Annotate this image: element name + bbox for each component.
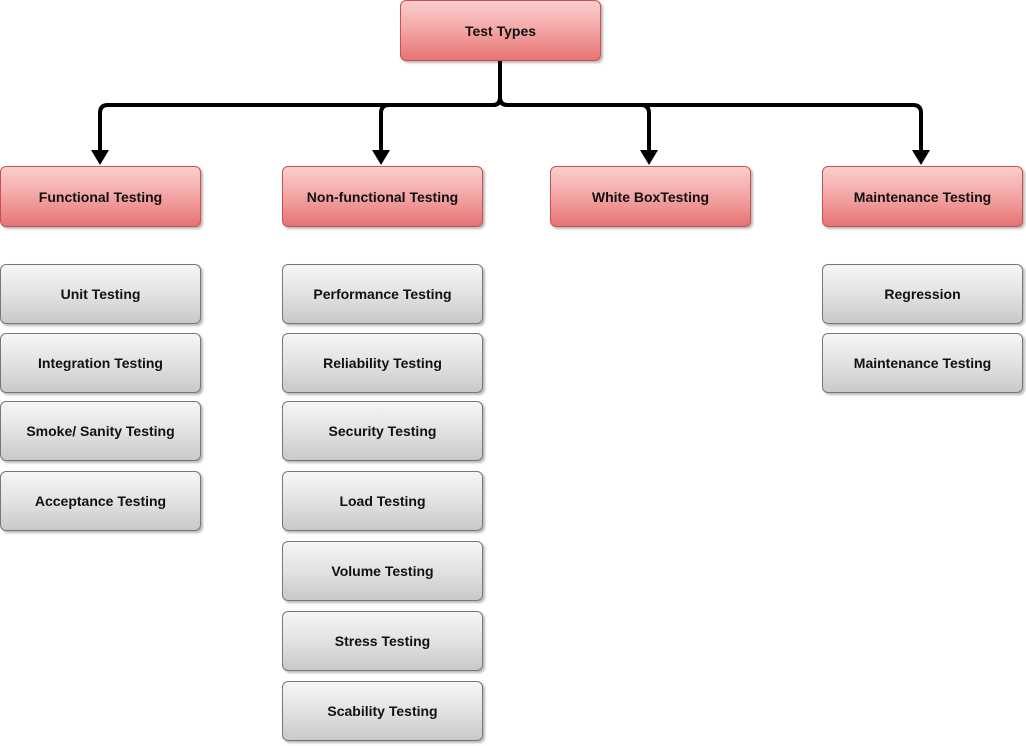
root-node-label: Test Types — [464, 22, 537, 39]
item-label: Reliability Testing — [323, 355, 442, 371]
item-volume-testing: Volume Testing — [282, 541, 483, 601]
category-functional-testing: Functional Testing — [0, 166, 201, 227]
item-load-testing: Load Testing — [282, 471, 483, 531]
item-smoke-sanity-testing: Smoke/ Sanity Testing — [0, 401, 201, 461]
item-label: Integration Testing — [38, 355, 163, 371]
item-label: Volume Testing — [331, 563, 434, 579]
arrowhead-non-functional-testing — [372, 150, 390, 165]
item-label: Load Testing — [339, 493, 426, 509]
item-reliability-testing: Reliability Testing — [282, 333, 483, 393]
item-integration-testing: Integration Testing — [0, 333, 201, 393]
category-label: Maintenance Testing — [853, 188, 992, 205]
item-label: Unit Testing — [60, 286, 141, 302]
item-unit-testing: Unit Testing — [0, 264, 201, 324]
arrowhead-functional-testing — [91, 150, 109, 165]
category-non-functional-testing: Non-functional Testing — [282, 166, 483, 227]
item-performance-testing: Performance Testing — [282, 264, 483, 324]
category-white-box-testing: White BoxTesting — [550, 166, 751, 227]
item-label: Scability Testing — [327, 703, 438, 719]
item-regression: Regression — [822, 264, 1023, 324]
connector-non-functional-testing — [379, 61, 502, 150]
arrowhead-white-box-testing — [640, 150, 658, 165]
item-label: Acceptance Testing — [34, 493, 167, 509]
item-label: Maintenance Testing — [853, 355, 992, 371]
item-label: Stress Testing — [334, 633, 431, 649]
item-label: Smoke/ Sanity Testing — [26, 423, 175, 439]
item-label: Performance Testing — [313, 286, 452, 302]
item-label: Security Testing — [328, 423, 437, 439]
item-scability-testing: Scability Testing — [282, 681, 483, 741]
item-maintenance-testing: Maintenance Testing — [822, 333, 1023, 393]
root-node-test-types: Test Types — [400, 0, 601, 61]
category-label: White BoxTesting — [591, 188, 710, 205]
item-label: Regression — [884, 286, 961, 302]
item-security-testing: Security Testing — [282, 401, 483, 461]
category-maintenance-testing: Maintenance Testing — [822, 166, 1023, 227]
category-label: Functional Testing — [38, 188, 163, 205]
item-acceptance-testing: Acceptance Testing — [0, 471, 201, 531]
item-stress-testing: Stress Testing — [282, 611, 483, 671]
arrowhead-maintenance-testing — [912, 150, 930, 165]
connector-maintenance-testing — [498, 61, 923, 150]
category-label: Non-functional Testing — [306, 188, 459, 205]
